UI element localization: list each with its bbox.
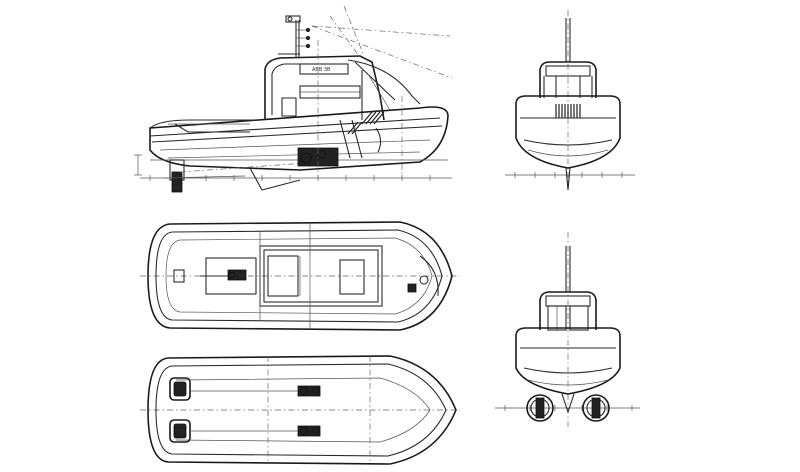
engine-plan: [200, 269, 247, 281]
hull-bottom-view: [140, 355, 460, 465]
side-elevation-view: ABB 3B: [134, 5, 453, 193]
engine-bottom-lower: [297, 425, 321, 437]
outboard-port: [526, 394, 554, 422]
rear-elevation-view: [495, 232, 640, 430]
mast: [278, 15, 310, 58]
front-elevation-view: [505, 10, 635, 191]
cabin-placard: ABB 3B: [312, 67, 331, 73]
engine-bottom-upper: [297, 385, 321, 397]
deck-plan-view: [140, 221, 460, 331]
outboard-starboard: [582, 394, 610, 422]
